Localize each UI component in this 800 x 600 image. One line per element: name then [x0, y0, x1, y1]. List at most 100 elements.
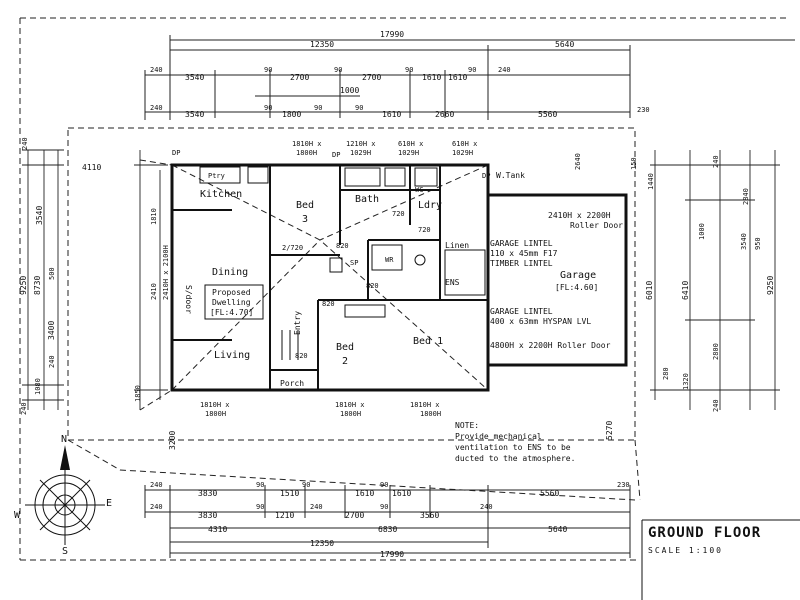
fixtures — [199, 166, 486, 360]
garage-lintel-1c: TIMBER LINTEL — [490, 259, 553, 268]
win-1029-b: 1029H — [398, 149, 419, 157]
dim-text: 950 — [754, 237, 762, 250]
dim-text: 3540 — [185, 73, 204, 82]
room-ensuite: ENS — [445, 278, 460, 287]
dim-text: 2840 — [742, 188, 750, 205]
win-610-a: 610H x — [398, 140, 423, 148]
dim-text: 240 — [48, 355, 56, 368]
dim-text: 5640 — [548, 525, 567, 534]
dim-text: 90 — [355, 104, 363, 112]
dim-text: 240 — [150, 503, 163, 511]
dim-text: 1850 — [134, 385, 142, 402]
dim-text: 500 — [48, 267, 56, 280]
room-living: Living — [214, 350, 250, 361]
dim-text: 280 — [662, 367, 670, 380]
dim-text: 90 — [380, 503, 388, 511]
dim-text: 90 — [302, 481, 310, 489]
dim-text: 150 — [630, 157, 638, 170]
room-bath: Bath — [355, 194, 379, 205]
dim-text: 4110 — [82, 163, 101, 172]
dim-text: 230 — [637, 106, 650, 114]
dim-text: 2700 — [362, 73, 381, 82]
win-1810-a: 1810H x — [292, 140, 322, 148]
win-1810-b: 1810H x — [200, 401, 230, 409]
compass-south: S — [62, 546, 68, 557]
roof-outline — [19, 17, 790, 561]
door-720-a: 720 — [392, 210, 405, 218]
dim-text: 1510 — [280, 489, 299, 498]
dim-text: 1000 — [340, 86, 359, 95]
dim-text: 6410 — [681, 281, 690, 300]
dim-text: 240 — [21, 137, 29, 150]
win-2410-2100: 2410H x 2100H — [162, 245, 170, 300]
garage-lintel-1b: 110 x 45mm F17 — [490, 249, 558, 258]
dim-text: 2800 — [712, 343, 720, 360]
note-line-1: Provide mechanical — [455, 432, 542, 441]
compass-east: E — [106, 498, 112, 509]
dim-text: 3830 — [198, 489, 217, 498]
room-porch: Porch — [280, 379, 304, 388]
dp-marker-b: DP — [332, 151, 340, 159]
ventilation-note: NOTE: Provide mechanical ventilation to … — [455, 420, 615, 464]
water-tank-label: W.Tank — [496, 171, 525, 180]
room-bed3: Bed — [296, 200, 314, 211]
dim-text: 1080 — [34, 378, 42, 395]
room-bed3-number: 3 — [302, 214, 308, 225]
dim-text: 90 — [380, 481, 388, 489]
win-1810-c: 1810H x — [335, 401, 365, 409]
dim-text: 2700 — [290, 73, 309, 82]
door-820-d: 820 — [295, 352, 308, 360]
dim-text: 1800 — [282, 110, 301, 119]
dim-text: 230 — [617, 481, 630, 489]
dim-text: 2410 — [150, 283, 158, 300]
dim-text: 3540 — [35, 206, 44, 225]
dim-text: 4310 — [208, 525, 227, 534]
dim-text: 90 — [468, 66, 476, 74]
win-1210-a: 1210H x — [346, 140, 376, 148]
room-pantry: Ptry — [208, 172, 225, 180]
win-1800-d: 1800H — [420, 410, 441, 418]
room-entry: Entry — [293, 311, 302, 335]
dim-text: 1000 — [698, 223, 706, 240]
garage-walls — [486, 193, 628, 367]
dim-text: 1810 — [150, 208, 158, 225]
room-bed2-number: 2 — [342, 356, 348, 367]
room-sp: SP — [350, 259, 358, 267]
bottom-dimensions: 240 3830 90 1510 90 1610 90 1610 5560 23… — [144, 481, 631, 559]
dim-text: 90 — [334, 66, 342, 74]
dim-text: 1610 — [382, 110, 401, 119]
door-820-c: 820 — [366, 282, 379, 290]
dim-text: 9250 — [19, 276, 28, 295]
dim-text: 6010 — [645, 281, 654, 300]
garage-lintel-2a: GARAGE LINTEL — [490, 307, 553, 316]
dim-text: 6830 — [378, 525, 397, 534]
room-wc: WC — [415, 186, 423, 194]
room-linen: Linen — [445, 241, 469, 250]
top-dimensions: 17990 12350 5640 240 3540 90 2700 90 270… — [144, 30, 795, 120]
left-dimensions: 240 4110 3540 1810 9250 8730 500 2410 34… — [19, 137, 177, 450]
dim-text: 2700 — [345, 511, 364, 520]
dim-text: 1320 — [682, 373, 690, 390]
win-1800-b: 1800H — [205, 410, 226, 418]
room-wr: WR — [385, 256, 394, 264]
dim-text: 5270 — [605, 421, 614, 440]
drawing-scale: SCALE 1:100 — [648, 546, 723, 555]
proposed-line1: Proposed — [212, 288, 251, 297]
garage-lintel-1a: GARAGE LINTEL — [490, 239, 553, 248]
note-heading: NOTE: — [455, 421, 480, 430]
dim-top-overall: 17990 — [380, 30, 404, 39]
dim-text: 3830 — [198, 511, 217, 520]
win-610-b: 610H x — [452, 140, 477, 148]
win-1810-d: 1810H x — [410, 401, 440, 409]
garage-lintel-2b: 400 x 63mm HYSPAN LVL — [490, 317, 591, 326]
dim-text: 90 — [405, 66, 413, 74]
proposed-line2: Dwelling — [212, 298, 251, 307]
room-garage: Garage — [560, 270, 596, 281]
dim-text: 240 — [20, 402, 28, 415]
dim-text: 1610 — [392, 489, 411, 498]
dim-text: 90 — [264, 66, 272, 74]
dim-text: 1610 — [448, 73, 467, 82]
internal-walls — [172, 165, 488, 390]
win-1800-a: 1800H — [296, 149, 317, 157]
